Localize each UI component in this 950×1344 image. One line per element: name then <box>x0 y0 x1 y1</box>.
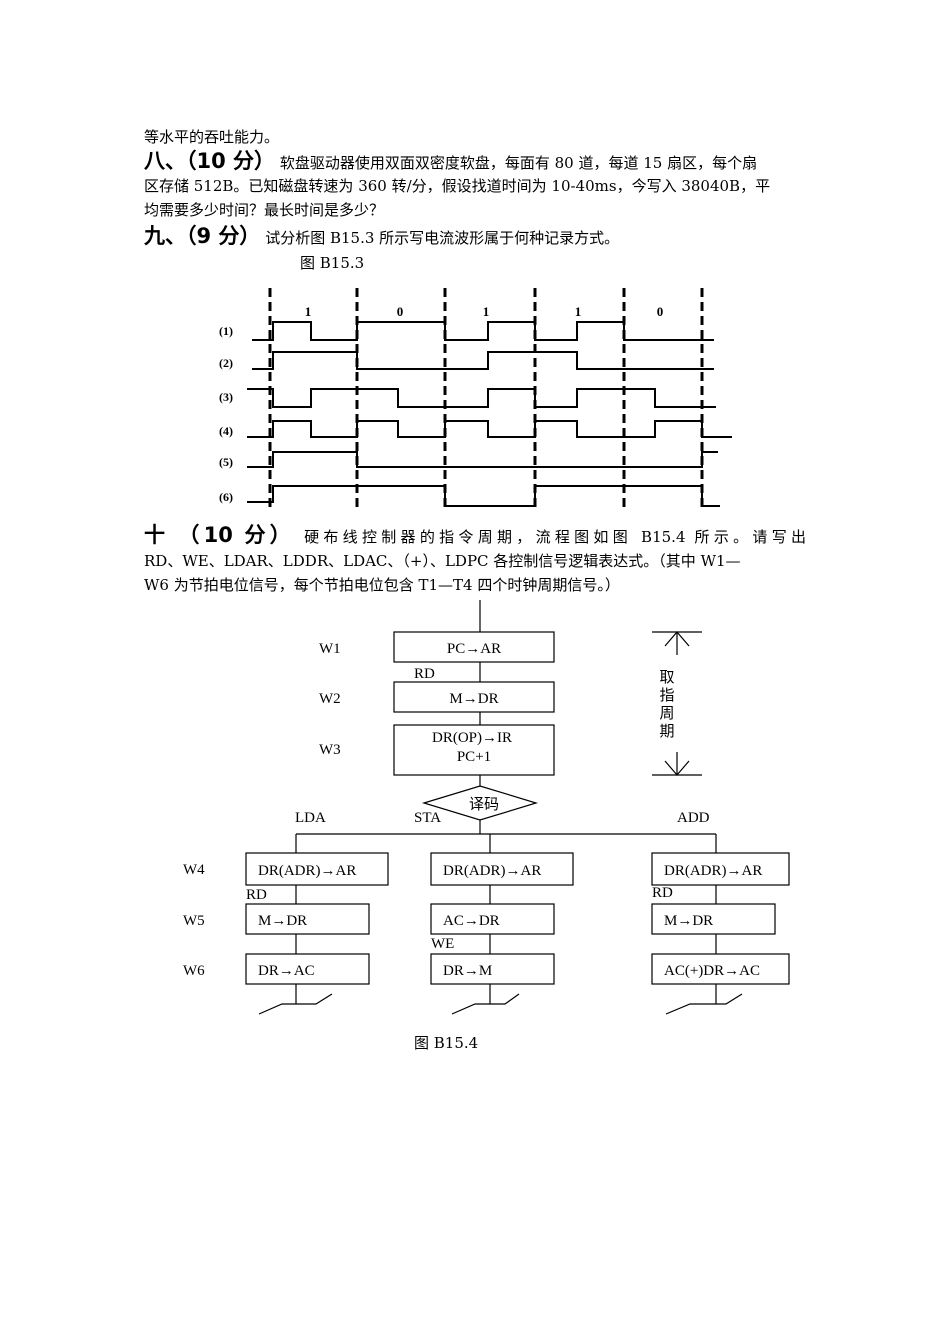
beat-w5: W5 <box>183 913 205 929</box>
q8-line1: 八、（10 分） 软盘驱动器使用双面双密度软盘，每面有 80 道，每道 15 扇… <box>144 150 757 174</box>
bit-label-2: 0 <box>397 304 404 319</box>
sta-step-3: DR→M <box>443 963 492 979</box>
q9-score: （9 分） <box>186 224 261 248</box>
intro-tail: 等水平的吞吐能力。 <box>144 128 280 146</box>
q10-line3: W6 为节拍电位信号，每个节拍电位包含 T1—T4 四个时钟周期信号。） <box>144 576 620 594</box>
sta-step-1: DR(ADR)→AR <box>443 863 541 879</box>
q9-line: 九、（9 分） 试分析图 B15.3 所示写电流波形属于何种记录方式。 <box>144 225 619 249</box>
row-label-1: (1) <box>219 324 233 338</box>
q10-text-1: 硬布线控制器的指令周期，流程图如图 B15.4 所示。请写出 <box>304 528 806 546</box>
figure-b15-3-caption: 图 B15.3 <box>300 254 365 272</box>
flowchart-figure: W1 W2 W3 W4 W5 W6 PC→AR RD M→DR DR(OP)→I… <box>183 600 790 1015</box>
q10-line2: RD、WE、LDAR、LDDR、LDAC、（+）、LDPC 各控制信号逻辑表达式… <box>144 552 741 570</box>
branch-add: ADD <box>677 810 710 826</box>
beat-w1: W1 <box>319 641 341 657</box>
bit-label-4: 1 <box>575 304 582 319</box>
q8-text-1: 软盘驱动器使用双面双密度软盘，每面有 80 道，每道 15 扇区，每个扇 <box>279 154 758 172</box>
beat-w2: W2 <box>319 691 341 707</box>
branch-sta: STA <box>414 810 441 826</box>
branch-lda: LDA <box>295 810 326 826</box>
fetch-step-pc-ar: PC→AR <box>447 641 501 657</box>
q8-score: （10 分） <box>186 149 276 173</box>
bit-label-1: 1 <box>305 304 312 319</box>
q9-number: 九、 <box>144 224 186 248</box>
signal-rd-fetch: RD <box>414 666 435 682</box>
fetch-label-3: 周 <box>659 705 674 722</box>
q9-text: 试分析图 B15.3 所示写电流波形属于何种记录方式。 <box>265 229 620 247</box>
beat-w6: W6 <box>183 963 205 979</box>
lda-step-2: M→DR <box>258 913 307 929</box>
q8-line2: 区存储 512B。已知磁盘转速为 360 转/分，假设找道时间为 10-40ms… <box>144 177 771 195</box>
q10-score: （10 分） <box>178 523 296 547</box>
beat-w3: W3 <box>319 742 341 758</box>
beat-w4: W4 <box>183 862 205 878</box>
lda-step-3: DR→AC <box>258 963 315 979</box>
add-step-3: AC(+)DR→AC <box>664 963 760 979</box>
add-step-2: M→DR <box>664 913 713 929</box>
sta-step-2: AC→DR <box>443 913 500 929</box>
fetch-step-pc-inc: PC+1 <box>457 749 491 765</box>
signal-rd-add: RD <box>652 885 673 901</box>
fetch-label-1: 取 <box>659 669 674 686</box>
bit-label-3: 1 <box>483 304 490 319</box>
figure-b15-4-caption: 图 B15.4 <box>414 1034 479 1052</box>
row-label-3: (3) <box>219 390 233 404</box>
fetch-label-2: 指 <box>659 687 674 704</box>
row-label-6: (6) <box>219 490 233 504</box>
add-step-1: DR(ADR)→AR <box>664 863 762 879</box>
row-label-4: (4) <box>219 424 233 438</box>
decode-label: 译码 <box>469 796 499 813</box>
row-label-5: (5) <box>219 455 233 469</box>
q10-line1: 十 （10 分） 硬布线控制器的指令周期，流程图如图 B15.4 所示。请写出 <box>144 524 806 548</box>
fetch-step-m-dr: M→DR <box>449 691 498 707</box>
signal-we-sta: WE <box>431 936 454 952</box>
lda-step-1: DR(ADR)→AR <box>258 863 356 879</box>
bit-label-5: 0 <box>657 304 664 319</box>
signal-rd-lda: RD <box>246 887 267 903</box>
fetch-step-ir: DR(OP)→IR <box>432 730 512 746</box>
row-label-2: (2) <box>219 356 233 370</box>
q8-number: 八、 <box>144 149 186 173</box>
q8-line3: 均需要多少时间？最长时间是多少？ <box>144 201 385 219</box>
q10-number: 十 <box>144 523 170 547</box>
waveform-figure: (1) (2) (3) (4) (5) (6) 1 0 1 1 0 <box>219 288 732 512</box>
fetch-label-4: 期 <box>659 723 674 740</box>
